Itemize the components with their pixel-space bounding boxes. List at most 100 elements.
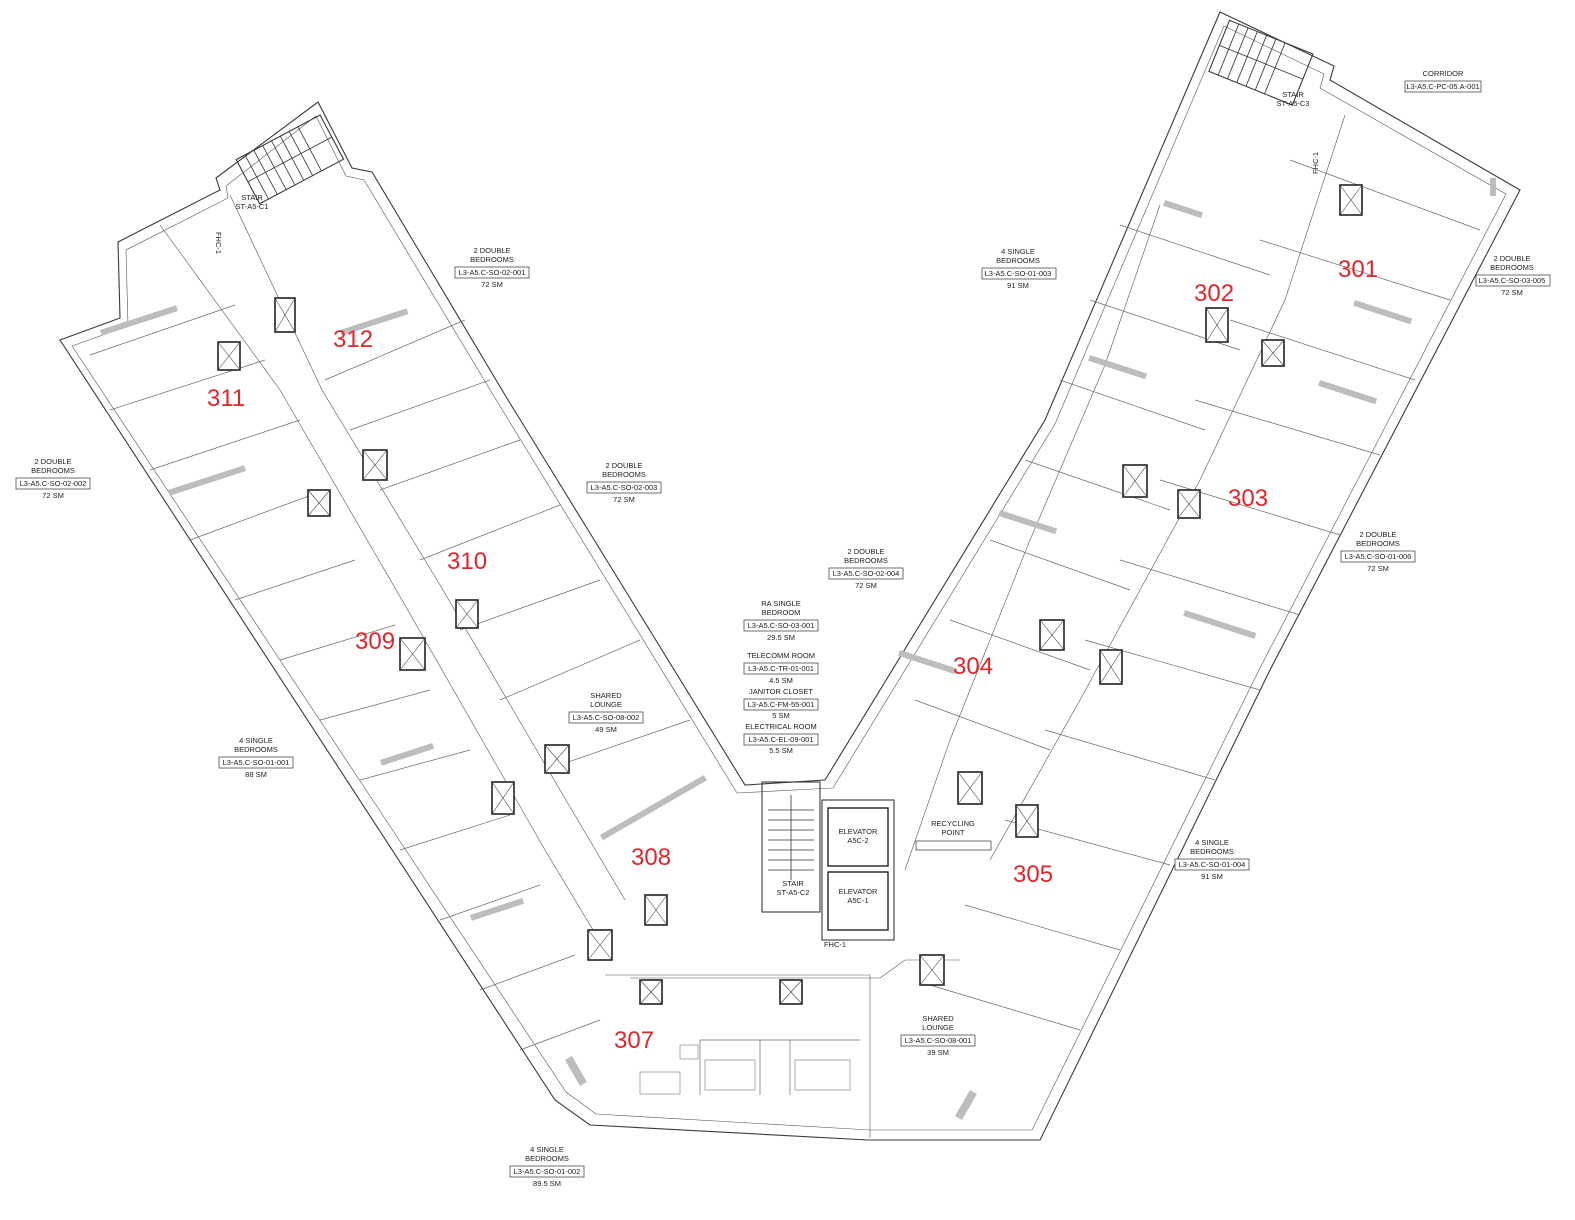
svg-text:L3-A5.C-SO-01-002: L3-A5.C-SO-01-002 bbox=[514, 1167, 581, 1176]
room-number-308: 308 bbox=[631, 844, 671, 871]
svg-text:L3-A5.C-SO-08-002: L3-A5.C-SO-08-002 bbox=[573, 713, 640, 722]
svg-text:49 SM: 49 SM bbox=[595, 725, 617, 734]
svg-text:2 DOUBLE: 2 DOUBLE bbox=[34, 457, 71, 466]
elevator-2-label: ELEVATOR bbox=[839, 827, 878, 836]
label-electrical: ELECTRICAL ROOM L3-A5.C-EL-09-001 5.5 SM bbox=[743, 722, 819, 755]
elevator-2-code: A5C-2 bbox=[847, 836, 868, 845]
elevator-1-code: A5C-1 bbox=[847, 896, 868, 905]
svg-text:BEDROOMS: BEDROOMS bbox=[31, 466, 75, 475]
recycling-label-2: POINT bbox=[942, 828, 965, 837]
svg-text:2 DOUBLE: 2 DOUBLE bbox=[605, 461, 642, 470]
svg-text:72 SM: 72 SM bbox=[1367, 564, 1389, 573]
svg-text:L3-A5.C-SO-01-003: L3-A5.C-SO-01-003 bbox=[985, 269, 1052, 278]
elevator-1-label: ELEVATOR bbox=[839, 887, 878, 896]
svg-text:L3-A5.C-PC-05.A-001: L3-A5.C-PC-05.A-001 bbox=[1406, 82, 1479, 91]
room-number-309: 309 bbox=[355, 628, 395, 655]
svg-text:CORRIDOR: CORRIDOR bbox=[1423, 69, 1464, 78]
label-room-303: 2 DOUBLE BEDROOMS L3-A5.C-SO-01-006 72 S… bbox=[1340, 530, 1416, 573]
room-number-304: 304 bbox=[953, 653, 993, 680]
svg-text:L3-A5.C-SO-02-004: L3-A5.C-SO-02-004 bbox=[833, 569, 900, 578]
stair-c1-code: ST-A5-C1 bbox=[236, 202, 269, 211]
room-number-305: 305 bbox=[1013, 861, 1053, 888]
label-room-312: 2 DOUBLE BEDROOMS L3-A5.C-SO-02-001 72 S… bbox=[454, 246, 530, 289]
room-number-301: 301 bbox=[1338, 256, 1378, 283]
room-number-311: 311 bbox=[207, 385, 245, 412]
room-number-312: 312 bbox=[333, 326, 373, 353]
svg-text:L3-A5.C-SO-01-006: L3-A5.C-SO-01-006 bbox=[1345, 552, 1412, 561]
svg-text:L3-A5.C-SO-02-001: L3-A5.C-SO-02-001 bbox=[459, 268, 526, 277]
svg-text:BEDROOMS: BEDROOMS bbox=[525, 1154, 569, 1163]
svg-text:BEDROOMS: BEDROOMS bbox=[234, 745, 278, 754]
room-number-307: 307 bbox=[614, 1027, 654, 1054]
svg-text:L3-A5.C-SO-01-004: L3-A5.C-SO-01-004 bbox=[1179, 860, 1246, 869]
svg-text:39 SM: 39 SM bbox=[927, 1048, 949, 1057]
svg-text:72 SM: 72 SM bbox=[613, 495, 635, 504]
stair-c1-label: STAIR bbox=[241, 193, 263, 202]
svg-text:91 SM: 91 SM bbox=[1201, 872, 1223, 881]
partitions bbox=[89, 159, 1481, 1095]
fhc-east-label: FHC-1 bbox=[1311, 152, 1320, 174]
svg-text:L3-A5.C-FM-55-001: L3-A5.C-FM-55-001 bbox=[748, 700, 815, 709]
room-number-310: 310 bbox=[447, 548, 487, 575]
stair-c2-code: ST-A5-C2 bbox=[777, 888, 810, 897]
label-room-302: 4 SINGLE BEDROOMS L3-A5.C-SO-01-003 91 S… bbox=[981, 247, 1057, 290]
svg-text:L3-A5.C-SO-01-001: L3-A5.C-SO-01-001 bbox=[223, 758, 290, 767]
svg-text:72 SM: 72 SM bbox=[481, 280, 503, 289]
label-janitor: JANITOR CLOSET L3-A5.C-FM-55-001 5 SM bbox=[743, 687, 819, 720]
svg-text:29.5 SM: 29.5 SM bbox=[767, 633, 795, 642]
svg-text:4 SINGLE: 4 SINGLE bbox=[530, 1145, 564, 1154]
svg-text:BEDROOMS: BEDROOMS bbox=[1490, 263, 1534, 272]
svg-text:SHARED: SHARED bbox=[590, 691, 622, 700]
recycling-label: RECYCLING bbox=[931, 819, 975, 828]
svg-text:BEDROOMS: BEDROOMS bbox=[844, 556, 888, 565]
svg-text:LOUNGE: LOUNGE bbox=[922, 1023, 954, 1032]
svg-text:L3-A5.C-SO-02-003: L3-A5.C-SO-02-003 bbox=[591, 483, 658, 492]
label-room-307: 4 SINGLE BEDROOMS L3-A5.C-SO-01-002 89.5… bbox=[509, 1145, 585, 1188]
label-lounge-east: SHARED LOUNGE L3-A5.C-SO-08-001 39 SM bbox=[900, 1014, 976, 1057]
label-room-311: 2 DOUBLE BEDROOMS L3-A5.C-SO-02-002 72 S… bbox=[15, 457, 91, 500]
svg-text:BEDROOMS: BEDROOMS bbox=[470, 255, 514, 264]
svg-text:5.5 SM: 5.5 SM bbox=[769, 746, 793, 755]
shafts bbox=[217, 184, 1363, 1005]
svg-text:72 SM: 72 SM bbox=[1501, 288, 1523, 297]
svg-text:5 SM: 5 SM bbox=[772, 711, 790, 720]
svg-text:4.5 SM: 4.5 SM bbox=[769, 676, 793, 685]
svg-text:L3-A5.C-TR-01-001: L3-A5.C-TR-01-001 bbox=[748, 664, 814, 673]
label-room-309: 4 SINGLE BEDROOMS L3-A5.C-SO-01-001 88 S… bbox=[218, 736, 294, 779]
svg-text:BEDROOM: BEDROOM bbox=[762, 608, 801, 617]
svg-text:BEDROOMS: BEDROOMS bbox=[1190, 847, 1234, 856]
stair-c3-label: STAIR bbox=[1282, 90, 1304, 99]
svg-text:TELECOMM ROOM: TELECOMM ROOM bbox=[747, 651, 815, 660]
room-numbers: 301 302 303 304 305 307 308 309 310 311 … bbox=[207, 256, 1378, 1054]
svg-text:BEDROOMS: BEDROOMS bbox=[1356, 539, 1400, 548]
stair-c2-label: STAIR bbox=[782, 879, 804, 888]
svg-text:2 DOUBLE: 2 DOUBLE bbox=[473, 246, 510, 255]
svg-text:L3-A5.C-SO-08-001: L3-A5.C-SO-08-001 bbox=[905, 1036, 972, 1045]
svg-text:ELECTRICAL ROOM: ELECTRICAL ROOM bbox=[745, 722, 816, 731]
svg-text:4 SINGLE: 4 SINGLE bbox=[239, 736, 273, 745]
svg-text:SHARED: SHARED bbox=[922, 1014, 954, 1023]
svg-text:BEDROOMS: BEDROOMS bbox=[602, 470, 646, 479]
svg-text:2 DOUBLE: 2 DOUBLE bbox=[847, 547, 884, 556]
svg-text:88 SM: 88 SM bbox=[245, 770, 267, 779]
svg-text:JANITOR CLOSET: JANITOR CLOSET bbox=[749, 687, 813, 696]
building-outline bbox=[59, 11, 1521, 1141]
svg-text:LOUNGE: LOUNGE bbox=[590, 700, 622, 709]
elevators bbox=[821, 799, 895, 941]
label-telecomm: TELECOMM ROOM L3-A5.C-TR-01-001 4.5 SM bbox=[743, 651, 819, 685]
svg-text:L3-A5.C-SO-03-001: L3-A5.C-SO-03-001 bbox=[748, 621, 815, 630]
svg-text:RA SINGLE: RA SINGLE bbox=[761, 599, 801, 608]
room-number-303: 303 bbox=[1228, 485, 1268, 512]
fhc-west-label: FHC-1 bbox=[214, 232, 223, 254]
svg-text:BEDROOMS: BEDROOMS bbox=[996, 256, 1040, 265]
label-lounge-west: SHARED LOUNGE L3-A5.C-SO-08-002 49 SM bbox=[568, 691, 644, 734]
svg-text:L3-A5.C-EL-09-001: L3-A5.C-EL-09-001 bbox=[748, 735, 813, 744]
fhc-core-label: FHC-1 bbox=[824, 940, 846, 949]
svg-text:4 SINGLE: 4 SINGLE bbox=[1195, 838, 1229, 847]
misc-labels: STAIR ST-A5-C1 STAIR ST-A5-C3 STAIR ST-A… bbox=[214, 90, 1320, 949]
label-room-310: 2 DOUBLE BEDROOMS L3-A5.C-SO-02-003 72 S… bbox=[586, 461, 662, 504]
svg-text:2 DOUBLE: 2 DOUBLE bbox=[1493, 254, 1530, 263]
svg-text:72 SM: 72 SM bbox=[42, 491, 64, 500]
label-corridor: CORRIDOR L3-A5.C-PC-05.A-001 bbox=[1404, 69, 1482, 93]
